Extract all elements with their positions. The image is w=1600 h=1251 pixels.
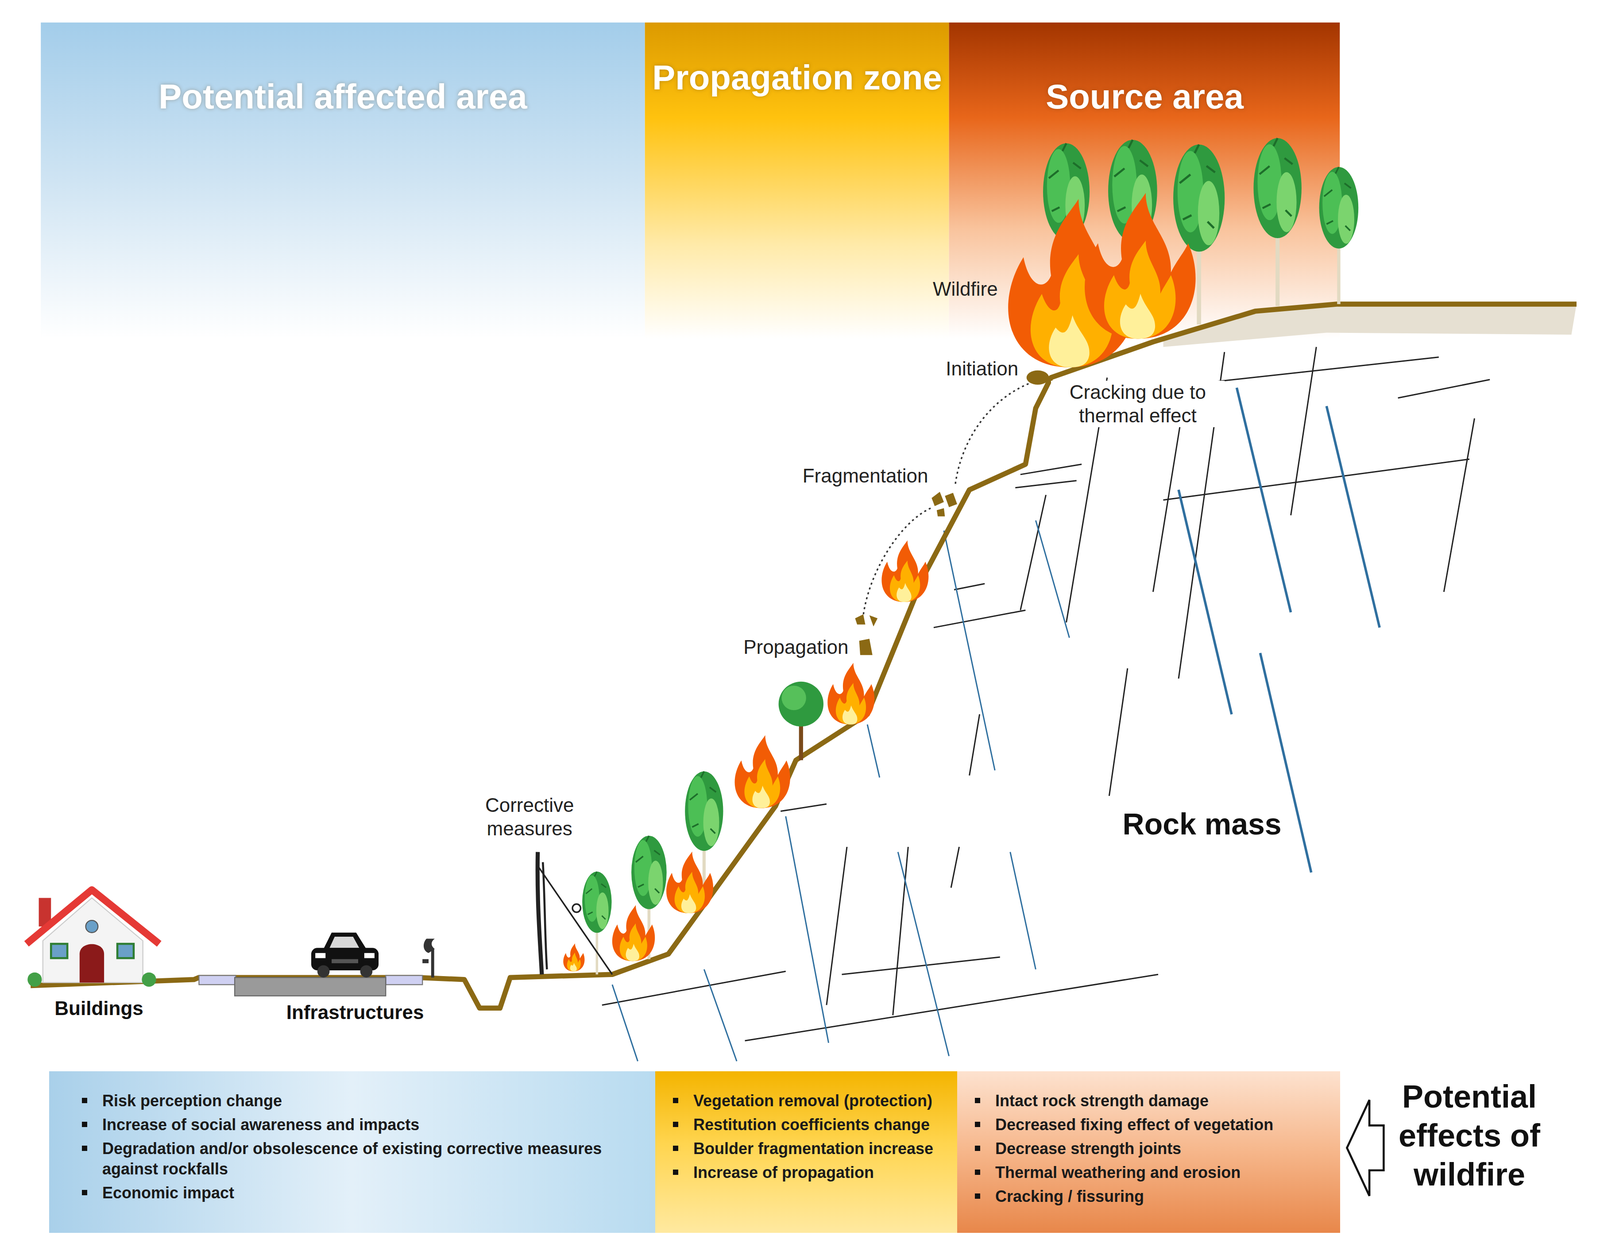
effects-panel: Vegetation removal (protection)Restituti… [655, 1071, 958, 1233]
effect-item: Decrease strength joints [995, 1138, 1330, 1160]
callout-label: Propagation [740, 635, 851, 660]
callout-label: Cracking due to thermal effect [1051, 380, 1225, 428]
zone-bands [40, 22, 1340, 340]
effect-item: Degradation and/or obsolescence of exist… [102, 1138, 645, 1180]
callout-label: Infrastructures [286, 1000, 425, 1025]
callout-label: Initiation [945, 357, 1019, 381]
effect-item: Thermal weathering and erosion [995, 1162, 1330, 1183]
zone-band: Propagation zone [645, 22, 950, 337]
road-sign [422, 939, 435, 978]
house [26, 889, 160, 987]
car [311, 932, 379, 978]
soil-layer [1163, 304, 1577, 348]
effects-arrow [1346, 1100, 1384, 1197]
effect-item: Increase of social awareness and impacts [102, 1114, 645, 1136]
road [198, 975, 423, 997]
effect-item: Risk perception change [102, 1090, 645, 1112]
corrective-barrier [537, 852, 613, 975]
effect-item: Vegetation removal (protection) [693, 1090, 947, 1112]
effect-item: Increase of propagation [693, 1162, 947, 1183]
fires [563, 193, 1196, 972]
effect-item: Boulder fragmentation increase [693, 1138, 947, 1160]
effect-item: Cracking / fissuring [995, 1186, 1330, 1207]
rockfall-boulders [854, 370, 1049, 656]
rock-joints [602, 347, 1490, 1062]
effect-item: Economic impact [102, 1182, 645, 1204]
effect-item: Decreased fixing effect of vegetation [995, 1114, 1330, 1136]
effect-item: Restitution coefficients change [693, 1114, 947, 1136]
callout-label: Rock mass [1120, 806, 1285, 843]
callout-label: Buildings [54, 997, 143, 1021]
callout-label: Wildfire [932, 277, 998, 302]
zone-band: Source area [949, 22, 1341, 337]
effects-panel: Intact rock strength damageDecreased fix… [957, 1071, 1341, 1233]
effect-item: Intact rock strength damage [995, 1090, 1330, 1112]
callout-label: Fragmentation [800, 464, 932, 488]
ground-profile [30, 304, 1577, 1009]
callout-label: Corrective measures [469, 793, 590, 841]
callout-label: Potential effects of wildfire [1374, 1077, 1565, 1195]
zone-heading: Potential affected area [40, 77, 646, 117]
effects-panel: Risk perception changeIncrease of social… [49, 1071, 656, 1233]
zone-band: Potential affected area [40, 22, 646, 337]
trees [582, 138, 1359, 975]
zone-heading: Propagation zone [645, 57, 950, 98]
zone-heading: Source area [949, 77, 1341, 117]
